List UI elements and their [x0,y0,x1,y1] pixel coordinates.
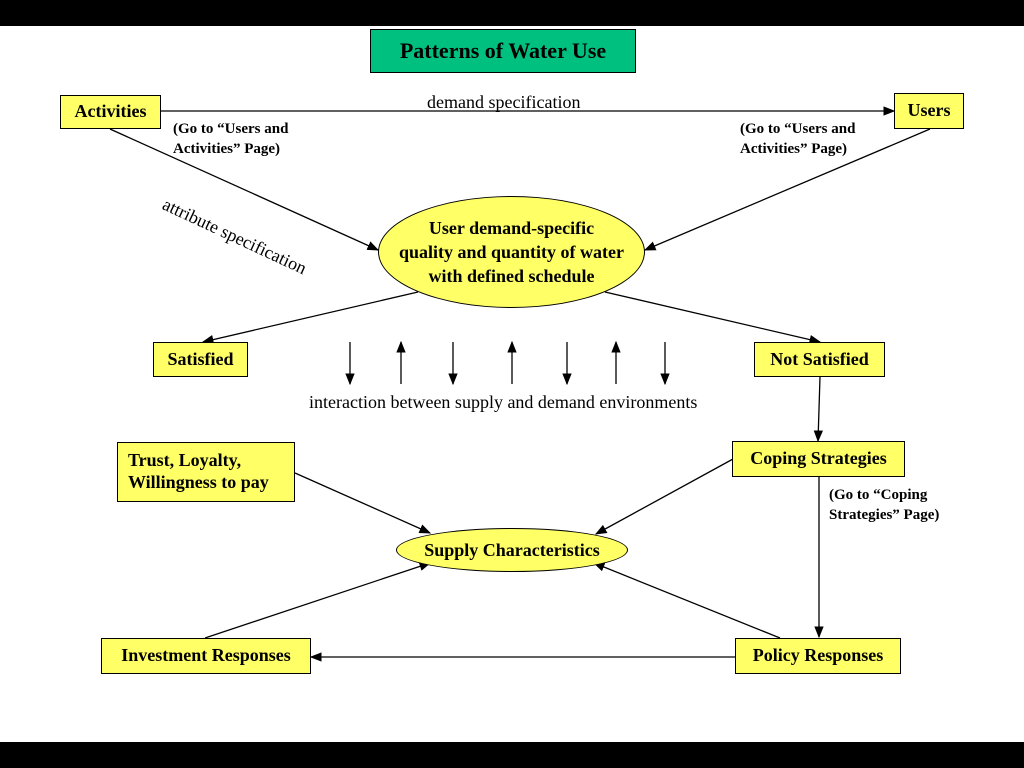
node-trust: Trust, Loyalty, Willingness to pay [117,442,295,502]
node-supply-characteristics: Supply Characteristics [396,528,628,572]
node-user-demand: User demand-specific quality and quantit… [378,196,645,308]
edge-investment-supply [204,561,432,639]
node-coping-strategies: Coping Strategies [732,441,905,477]
edge-notsatisfied-coping [813,376,824,443]
node-users: Users [894,93,964,129]
edge-activities-central [109,128,380,251]
edge-trust-supply [294,472,432,534]
edge-coping-supply [594,458,734,535]
note-coping-link[interactable]: (Go to “Coping Strategies” Page) [829,487,940,524]
slide: Patterns of Water Use Activities Users d… [0,26,1024,742]
edge-central-notsatisfied [604,291,822,345]
note-users-link[interactable]: (Go to “Users and Activities” Page) [740,121,856,158]
label-interaction: interaction between supply and demand en… [309,392,698,412]
node-satisfied: Satisfied [153,342,248,377]
edge-policy-supply [592,562,781,639]
edge-central-satisfied [201,291,419,345]
edge-users-central [643,128,931,251]
node-investment-responses: Investment Responses [101,638,311,674]
node-not-satisfied: Not Satisfied [754,342,885,377]
node-policy-responses: Policy Responses [735,638,901,674]
diagram-connectors [109,106,931,662]
note-activities-link[interactable]: (Go to “Users and Activities” Page) [173,121,289,158]
label-demand-specification: demand specification [427,92,581,112]
diagram-title: Patterns of Water Use [370,29,636,73]
node-activities: Activities [60,95,161,129]
